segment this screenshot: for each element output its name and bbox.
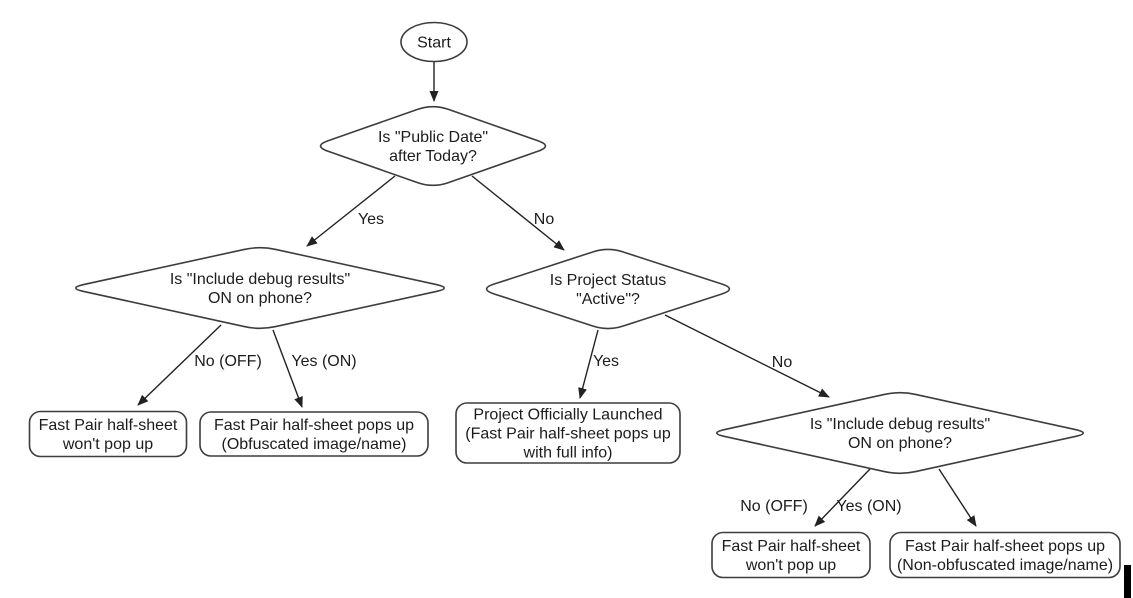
process-shape [28,410,188,458]
result-wont-pop-up-left: Fast Pair half-sheet won't pop up [28,410,188,458]
edge-line [938,468,977,527]
process-shape [711,531,871,579]
decision-project-status: Is Project Status "Active"? [485,248,731,330]
node-label: after Today? [389,148,477,165]
edge-line [664,314,830,398]
result-wont-pop-up-right: Fast Pair half-sheet won't pop up [711,531,871,579]
edge-debug-left-yes-on: Yes (ON) [272,329,357,408]
edge-line [578,329,599,399]
decision-shape [319,105,547,187]
edge-project-status-no: No [664,314,830,398]
process-shape [455,402,681,464]
result-non-obfuscated-popup: Fast Pair half-sheet pops up (Non-obfusca… [889,531,1121,579]
edge-line [814,468,871,527]
node-label: Is "Include debug results" [810,416,990,433]
node-label: Fast Pair half-sheet [722,538,861,555]
decision-shape [716,391,1084,475]
node-label: (Obfuscated image/name) [222,436,407,453]
node-label: with full info) [523,445,613,462]
edge-line [306,175,396,247]
decision-public-date: Is "Public Date" after Today? [319,105,547,187]
node-label: Is "Public Date" [378,129,488,146]
node-label: (Fast Pair half-sheet pops up [465,426,671,443]
edge-line [471,175,565,251]
decision-shape [75,246,445,330]
node-label: Start [417,35,451,52]
edge-label: No (OFF) [740,498,808,515]
node-label: Is "Include debug results" [170,271,350,288]
edge-label: No [772,354,793,371]
node-label: Fast Pair half-sheet pops up [214,417,414,434]
edge-debug-left-no-off: No (OFF) [137,324,262,406]
edge-label: Yes (ON) [291,353,356,370]
result-obfuscated-popup: Fast Pair half-sheet pops up (Obfuscated … [199,411,429,457]
edge-debug-right-yes-on: Yes (ON) [836,468,977,527]
edge-label: No [534,211,555,228]
edge-label: No (OFF) [194,353,262,370]
node-label: Fast Pair half-sheet [39,417,178,434]
edge-debug-right-no-off: No (OFF) [740,468,871,527]
edge-line [272,329,303,408]
process-shape [199,411,429,457]
edge-label: Yes (ON) [836,498,901,515]
edge-project-status-yes: Yes [578,329,619,399]
node-label: (Non-obfuscated image/name) [897,557,1113,574]
decision-include-debug-left: Is "Include debug results" ON on phone? [75,246,445,330]
start-node: Start [400,21,468,63]
edge-public-date-yes: Yes [306,175,396,247]
result-officially-launched: Project Officially Launched (Fast Pair ha… [455,402,681,464]
text-cursor-artifact [1124,565,1131,598]
process-shape [889,531,1121,579]
node-label: Is Project Status [550,272,667,289]
edge-label: Yes [593,353,619,370]
node-label: "Active"? [576,291,640,308]
edge-line [137,324,222,406]
node-label: Fast Pair half-sheet pops up [905,538,1105,555]
node-label: won't pop up [62,436,153,453]
node-label: won't pop up [745,557,836,574]
terminator-shape [400,21,468,63]
node-label: ON on phone? [208,290,312,307]
edge-label: Yes [358,211,384,228]
decision-shape [485,248,731,330]
edge-public-date-no: No [471,175,565,251]
decision-include-debug-right: Is "Include debug results" ON on phone? [716,391,1084,475]
node-label: ON on phone? [848,435,952,452]
node-label: Project Officially Launched [473,407,662,424]
